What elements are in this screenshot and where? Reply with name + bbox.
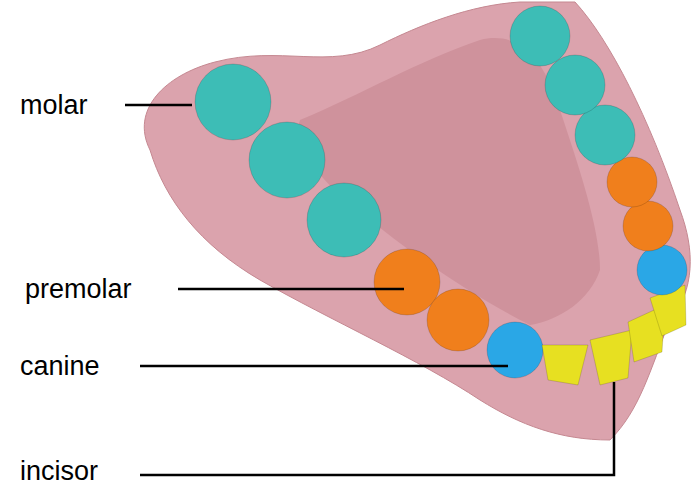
- canine-tooth: [637, 245, 687, 295]
- premolar-tooth: [374, 249, 440, 315]
- incisor-tooth: [542, 345, 588, 385]
- part-label: incisor: [20, 458, 98, 485]
- part-label: molar: [20, 92, 88, 119]
- leader-line: [140, 365, 508, 368]
- molar-tooth: [545, 55, 605, 115]
- molar-tooth: [195, 64, 271, 140]
- gum: [144, 2, 690, 440]
- part-label: premolar: [25, 276, 132, 303]
- leader-line: [178, 288, 404, 291]
- molar-tooth: [307, 183, 381, 257]
- premolar-tooth: [607, 157, 657, 207]
- part-label: canine: [20, 353, 100, 380]
- leader-line: [140, 382, 614, 475]
- canine-tooth: [487, 322, 543, 378]
- molar-tooth: [249, 122, 325, 198]
- leader-line: [125, 104, 192, 107]
- molar-tooth: [510, 6, 570, 66]
- incisor-tooth: [590, 330, 632, 385]
- premolar-tooth: [623, 201, 673, 251]
- premolar-tooth: [427, 289, 489, 351]
